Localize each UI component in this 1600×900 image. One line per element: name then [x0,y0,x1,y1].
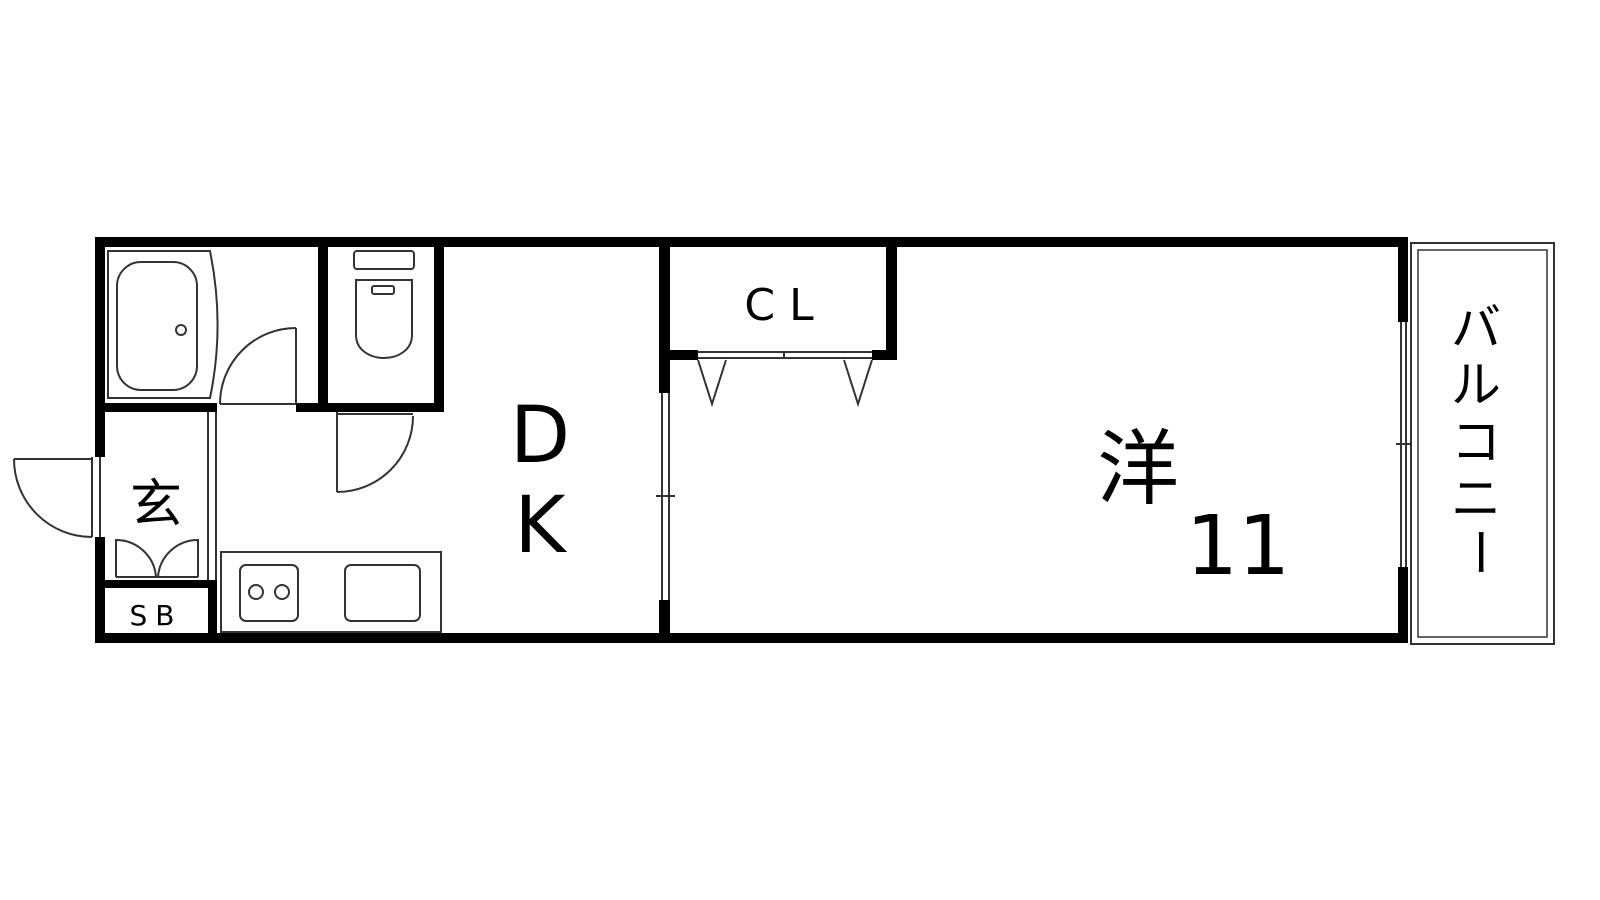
toilet-door [336,412,414,493]
balcony-label: バ ル コ ニ ー [1450,299,1508,577]
closet-doors [697,351,873,408]
outer-walls [95,237,1408,643]
balcony-char: ー [1450,527,1508,577]
toilet [353,250,415,360]
bathroom-door [219,327,297,405]
western-room-size: 11 [1186,499,1290,594]
interior-walls [105,247,897,633]
shoe-box-doors [115,538,199,578]
hall-lines [207,412,217,580]
balcony-window [1396,322,1412,567]
balcony-char: ニ [1451,470,1501,528]
dk-label-d: D [510,391,570,481]
sliding-door-dk [656,393,675,600]
bathtub [107,250,219,399]
shoe-box-label: SB [130,599,183,632]
balcony-char: コ [1451,413,1501,471]
entrance-label: 玄 [130,475,182,535]
balcony-char: ル [1451,356,1501,414]
closet-label: CL [744,280,827,331]
western-room-label: 洋 [1097,422,1179,517]
dk-label-k: K [514,481,567,571]
balcony-char: バ [1451,299,1501,357]
entrance-door [13,457,101,538]
kitchen-counter [220,551,442,633]
